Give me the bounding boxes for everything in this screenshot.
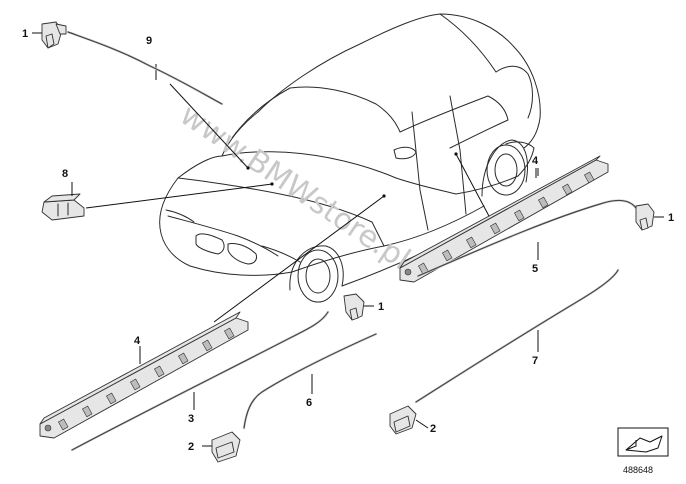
- sill-part-4-right: [399, 155, 609, 283]
- sensor-part-1-right: [635, 203, 655, 231]
- connector-part-2-left: [211, 431, 241, 463]
- callout-1-top: 1: [22, 28, 28, 40]
- wire-part-6: [242, 332, 378, 430]
- callout-4-right: 4: [532, 155, 539, 167]
- direction-symbol-box: [617, 427, 669, 457]
- leader-lines: [85, 64, 537, 323]
- connector-part-2-right: [389, 405, 417, 435]
- module-part-8: [41, 193, 85, 221]
- wire-part-9: [66, 30, 224, 106]
- sensor-part-1-mid: [343, 293, 365, 321]
- callout-3: 3: [188, 413, 194, 425]
- callout-1-right: 1: [668, 212, 674, 224]
- sensor-part-1-top: [41, 21, 67, 49]
- callout-2-left: 2: [188, 441, 194, 453]
- callout-5: 5: [532, 263, 538, 275]
- wire-part-3: [70, 310, 330, 452]
- reference-number: 488648: [623, 465, 653, 475]
- callout-4-left: 4: [134, 335, 141, 347]
- callout-8: 8: [62, 168, 68, 180]
- watermark: www.BMWstore.pl: [174, 98, 417, 278]
- callout-7: 7: [532, 355, 538, 367]
- callout-ticks: [32, 32, 664, 447]
- sill-part-4-left: [39, 311, 249, 439]
- wire-part-7: [414, 268, 620, 404]
- leader-dots: [246, 152, 458, 198]
- arrow-icon: [625, 435, 663, 453]
- car-outline: [159, 13, 541, 303]
- callout-6: 6: [306, 397, 312, 409]
- callout-2-right: 2: [430, 423, 436, 435]
- wire-part-5: [416, 199, 638, 278]
- callout-1-mid: 1: [378, 301, 384, 313]
- callout-9: 9: [146, 35, 152, 47]
